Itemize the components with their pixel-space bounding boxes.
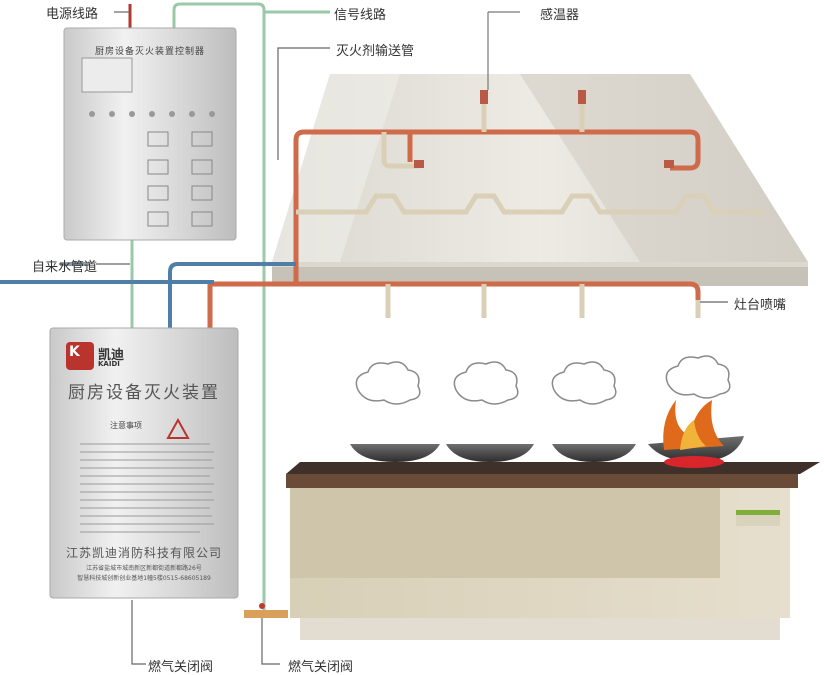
agent-delivery-pipe (207, 129, 701, 330)
temp-sensor-icon (414, 11, 674, 168)
company-name: 江苏凯迪消防科技有限公司 (65, 546, 222, 560)
stove-nozzle-label: 灶台喷嘴 (734, 298, 787, 313)
company-address: 江苏省盐城市城南新区新都街道新都路26号 (86, 565, 202, 572)
stove-counter (244, 462, 820, 640)
company-contact: 智慧科技城创新创业基地1幢5楼0515-68605189 (77, 575, 211, 582)
power-line-label: 电源线路 (46, 7, 99, 22)
gas-valve-left-label: 燃气关闭阀 (148, 660, 214, 675)
brand-logo: K (69, 344, 80, 360)
controller-title: 厨房设备灭火装置控制器 (94, 47, 205, 57)
gas-valve-right-label: 燃气关闭阀 (288, 660, 354, 675)
brand-name-cn: 凯迪 (98, 348, 125, 363)
controller-panel (63, 27, 237, 241)
agent-pipe-label: 灭火剂输送管 (336, 44, 415, 59)
water-pipe-label: 自来水管道 (32, 260, 98, 275)
leader-lines (96, 11, 728, 665)
flame-icon (663, 400, 724, 468)
fire-suppression-cabinet (49, 327, 239, 599)
brand-name-en: KAIDI (98, 360, 120, 368)
temp-sensor-label: 感温器 (540, 8, 580, 23)
range-hood (272, 74, 808, 286)
notice-title: 注意事项 (110, 421, 142, 430)
nozzle-spray (355, 355, 731, 405)
signal-line-label: 信号线路 (334, 8, 387, 23)
water-pipe (0, 262, 296, 330)
cabinet-title: 厨房设备灭火装置 (68, 383, 220, 403)
